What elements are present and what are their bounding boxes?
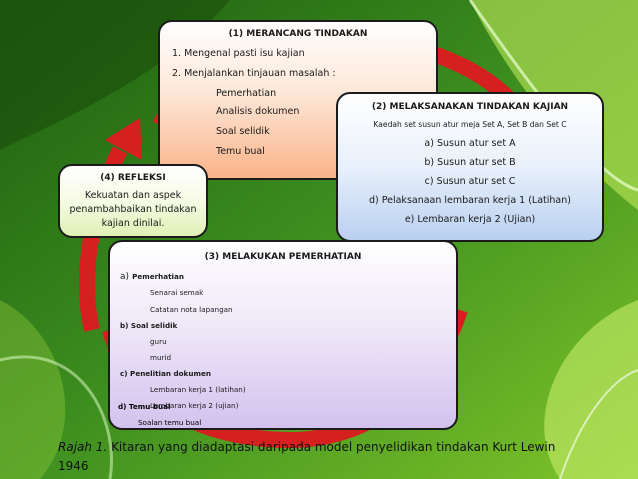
box4-title: (4) REFLEKSI — [100, 173, 166, 183]
box2-title: (2) MELAKSANAKAN TINDAKAN KAJIAN — [371, 102, 569, 112]
box3-d-item-1: Soalan temu bual — [138, 418, 202, 427]
box3-c-item-1: Lembaran kerja 1 (latihan) — [150, 385, 246, 394]
box3-b-label: b) Soal selidik — [120, 321, 178, 330]
box-refleksi: (4) REFLEKSI Kekuatan dan aspek penambah… — [58, 164, 208, 238]
box3-a-label: Pemerhatian — [132, 272, 184, 281]
caption-text: Kitaran yang diadaptasi daripada model p… — [58, 440, 556, 473]
box1-sub-4: Temu bual — [216, 146, 265, 157]
box3-a-item-1: Senarai semak — [150, 288, 204, 297]
box3-a-item-2: Catatan nota lapangan — [150, 305, 233, 314]
box4-line-1: Kekuatan dan aspek — [84, 190, 182, 201]
box2-item-d: d) Pelaksanaan lembaran kerja 1 (Latihan… — [368, 195, 571, 206]
box4-line-3: kajian dinilai. — [101, 218, 165, 229]
box3-d-label: d) Temu bual — [118, 402, 171, 411]
box2-item-b: b) Susun atur set B — [424, 157, 516, 168]
box1-sub-2: Analisis dokumen — [216, 106, 300, 117]
box1-sub-3: Soal selidik — [216, 126, 270, 137]
box3-b-item-2: murid — [150, 353, 172, 362]
caption-label: Rajah 1. — [58, 440, 108, 454]
box4-line-2: penambahbaikan tindakan — [69, 204, 197, 215]
box1-sub-1: Pemerhatian — [216, 88, 277, 99]
box2-item-e: e) Lembaran kerja 2 (Ujian) — [404, 214, 536, 225]
box-melakukan-pemerhatian: (3) MELAKUKAN PEMERHATIAN a) Pemerhatian… — [108, 240, 458, 430]
figure-caption: Rajah 1. Kitaran yang diadaptasi daripad… — [58, 438, 578, 476]
box1-item-2: 2. Menjalankan tinjauan masalah : — [172, 68, 336, 79]
box2-intro: Kaedah set susun atur meja Set A, Set B … — [373, 120, 567, 129]
box3-b-item-1: guru — [150, 337, 167, 346]
box3-title: (3) MELAKUKAN PEMERHATIAN — [204, 252, 362, 262]
box2-item-a: a) Susun atur set A — [424, 138, 516, 149]
box-melaksanakan-tindakan: (2) MELAKSANAKAN TINDAKAN KAJIAN Kaedah … — [336, 92, 604, 242]
box3-a-heading: a) Pemerhatian — [120, 271, 184, 282]
box1-item-1: 1. Mengenal pasti isu kajian — [172, 48, 305, 59]
box3-c-item-2: Lembaran kerja 2 (ujian) — [150, 401, 239, 410]
box3-a-prefix: a) — [120, 272, 130, 282]
box1-title: (1) MERANCANG TINDAKAN — [228, 29, 368, 39]
box2-item-c: c) Susun atur set C — [424, 176, 516, 187]
box3-c-label: c) Penelitian dokumen — [120, 369, 211, 378]
